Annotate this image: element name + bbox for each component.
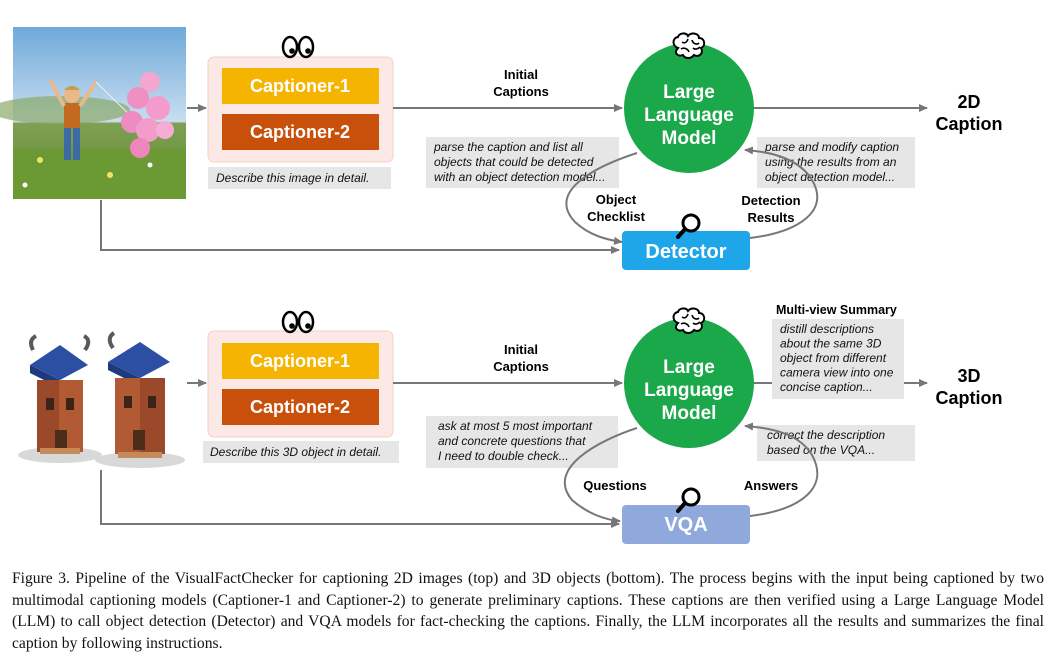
answers-label: Answers <box>744 478 798 493</box>
multiview-summary-line-2: about the same 3D <box>780 337 882 351</box>
captioner-1-box <box>222 68 379 104</box>
right-instruction-line-3: object detection model... <box>765 170 895 184</box>
multiview-summary-line-5: concise caption... <box>780 380 873 394</box>
multiview-summary-line-1: distill descriptions <box>780 322 874 336</box>
llm-circle-3d <box>624 318 754 448</box>
output-label-line-2: Caption <box>936 114 1003 134</box>
right-instruction-note-bg <box>757 137 915 188</box>
figure-caption: Figure 3. Pipeline of the VisualFactChec… <box>12 570 1044 652</box>
magnifier-icon <box>676 213 701 239</box>
llm-label-line-3-3d: Model <box>662 403 717 424</box>
detection-results-label-2: Results <box>748 210 795 225</box>
object-checklist-label-1: Object <box>596 192 637 207</box>
prompt-note-3d: Describe this 3D object in detail. <box>210 445 381 459</box>
captioner-2-label-3d: Captioner-2 <box>250 397 350 417</box>
output-label-line-2-3d: Caption <box>936 388 1003 408</box>
captioner-1-label: Captioner-1 <box>250 76 350 96</box>
vqa-box <box>622 505 750 544</box>
llm-label-line-3: Model <box>662 128 717 149</box>
left-instruction-line-3: with an object detection model... <box>434 170 605 184</box>
llm-label-line-1: Large <box>663 82 715 103</box>
initial-captions-label-3d-2: Captions <box>493 359 549 374</box>
left-instruction-line-2: objects that could be detected <box>434 155 594 169</box>
detector-label: Detector <box>645 241 726 263</box>
output-label-line-1: 2D <box>957 92 980 112</box>
3d-tower-render <box>18 331 185 468</box>
object-checklist-label-2: Checklist <box>587 209 645 224</box>
llm-circle <box>624 43 754 173</box>
eyes-icon <box>281 35 315 59</box>
right-instruction-line-1-3d: correct the description <box>767 428 885 442</box>
output-label-line-1-3d: 3D <box>957 366 980 386</box>
detection-results-label-1: Detection <box>741 193 800 208</box>
initial-captions-label-3d: Initial <box>504 342 538 357</box>
image-to-detector-arrow <box>100 200 620 254</box>
image-to-vqa-arrow <box>100 470 620 528</box>
multiview-summary-line-4: camera view into one <box>780 366 894 380</box>
left-instruction-line-1: parse the caption and list all <box>433 140 583 154</box>
llm-label-line-2: Language <box>644 105 734 126</box>
brain-icon <box>672 32 706 59</box>
left-instruction-note-bg-3d <box>426 416 618 468</box>
questions-label: Questions <box>583 478 647 493</box>
llm-label-line-2-3d: Language <box>644 380 734 401</box>
checklist-arc <box>565 152 638 245</box>
answers-arc <box>744 422 819 517</box>
vqa-label: VQA <box>664 514 707 536</box>
captioner-2-box <box>222 114 379 150</box>
initial-captions-label-2: Captions <box>493 84 549 99</box>
magnifier-icon <box>676 487 701 513</box>
detector-box <box>622 231 750 270</box>
eyes-icon <box>281 310 315 334</box>
multiview-summary-note-bg <box>772 319 904 399</box>
captioner-2-label: Captioner-2 <box>250 122 350 142</box>
right-instruction-note-bg-3d <box>757 425 915 461</box>
initial-captions-label: Initial <box>504 67 538 82</box>
left-instruction-line-1-3d: ask at most 5 most important <box>438 419 593 433</box>
left-instruction-line-2-3d: and concrete questions that <box>438 434 586 448</box>
brain-icon <box>672 307 706 334</box>
left-instruction-line-3-3d: I need to double check... <box>438 449 569 463</box>
questions-arc <box>563 427 638 525</box>
prompt-note-bg-3d <box>203 441 399 463</box>
right-instruction-line-2-3d: based on the VQA... <box>767 443 875 457</box>
results-arc <box>744 146 819 239</box>
prompt-note: Describe this image in detail. <box>216 171 369 185</box>
captioner-2-box-3d <box>222 389 379 425</box>
multiview-summary-title: Multi-view Summary <box>776 303 897 317</box>
child-with-balloons-photo <box>0 27 186 199</box>
captioner-1-box-3d <box>222 343 379 379</box>
captioner-1-label-3d: Captioner-1 <box>250 351 350 371</box>
multiview-summary-line-3: object from different <box>780 351 887 365</box>
prompt-note-bg <box>208 167 391 189</box>
bottom-pipeline: Captioner-1 Captioner-2 Describe this 3D… <box>18 303 1003 544</box>
right-instruction-line-1: parse and modify caption <box>764 140 899 154</box>
top-pipeline: Captioner-1 Captioner-2 Describe this im… <box>0 27 1003 270</box>
left-instruction-note-bg <box>426 137 619 188</box>
llm-label-line-1-3d: Large <box>663 357 715 378</box>
